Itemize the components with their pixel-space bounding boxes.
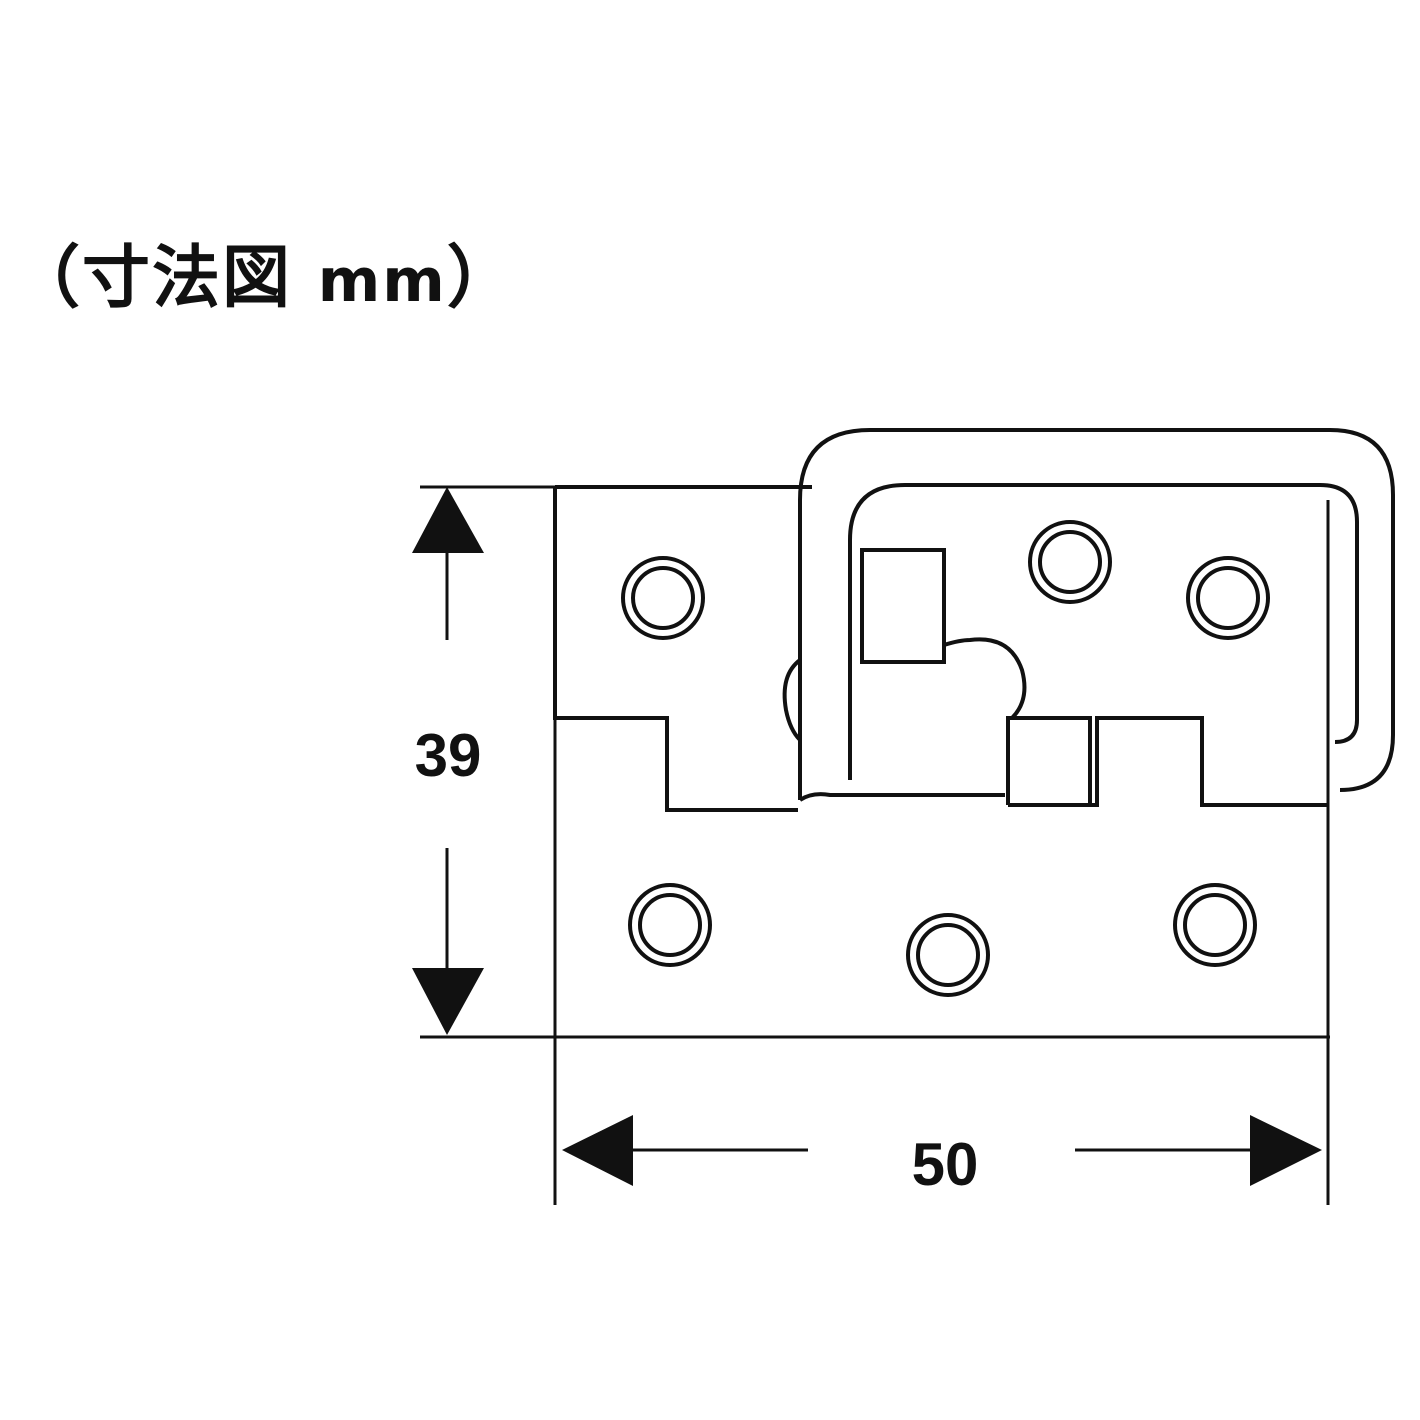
handle-base [798,792,1005,802]
diagram-title: （寸法図 mm） [12,222,517,321]
width-arrow-left [562,1115,633,1186]
screw-hole-6 [1173,883,1257,967]
screw-hole-5 [906,913,990,997]
height-label: 39 [415,722,482,789]
upper-plate-outline [553,485,1328,812]
keyhole-notch [943,637,1027,720]
screw-holes [621,520,1270,997]
height-arrow-down [412,968,484,1035]
title-unit: mm [317,246,447,316]
screw-hole-4 [628,883,712,967]
width-arrow-right [1250,1115,1322,1186]
handle-inner [848,483,1359,780]
title-label: 寸法図 [82,239,293,318]
title-close-paren: ） [446,239,517,318]
screw-hole-2 [1028,520,1112,604]
handle-outer [798,428,1395,800]
latch-block [860,548,946,664]
screw-hole-1 [621,556,705,640]
width-label: 50 [912,1131,979,1198]
screw-hole-3 [1186,556,1270,640]
title-open-paren: （ [12,239,83,318]
lower-plate-outline [555,718,1328,1037]
height-arrow-up [412,487,484,553]
handle-lug [782,658,802,742]
